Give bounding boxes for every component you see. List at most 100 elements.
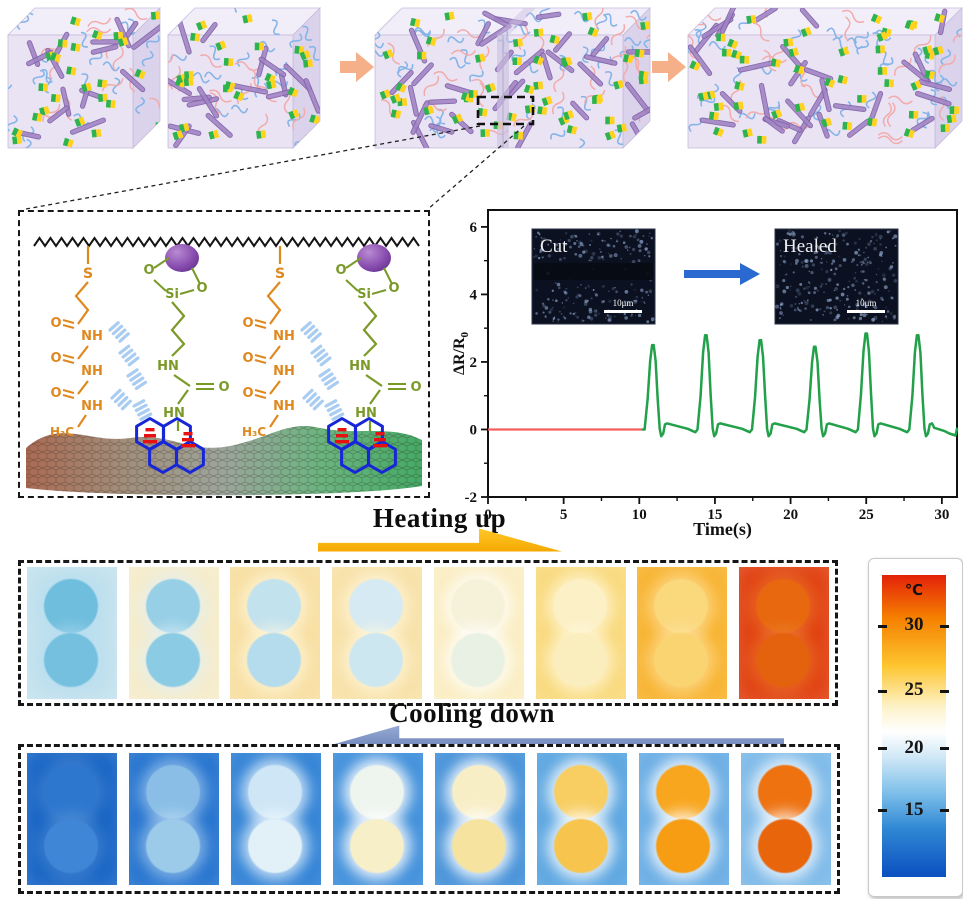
thermal-panel-2: [128, 567, 219, 699]
sample-dot-top: [758, 765, 812, 819]
thermal-strip-cooling: [18, 744, 840, 894]
colorbar-tick-left: [878, 624, 887, 628]
sample-dot-bottom: [146, 819, 200, 873]
thermal-strip-heating: [18, 560, 838, 706]
svg-text:NH: NH: [273, 364, 295, 379]
sample-dot-top: [44, 765, 98, 819]
colorbar-tick-label: 25: [904, 679, 924, 701]
sample-dot-bottom: [44, 819, 98, 873]
microscopy-inset: Healed 10μm: [774, 228, 899, 325]
hydrogen-bonds: [108, 321, 153, 421]
svg-text:15: 15: [707, 507, 722, 523]
svg-text:S: S: [83, 266, 93, 282]
healing-sequence-art: [7, 7, 963, 210]
silica-particle: [165, 244, 199, 272]
sample-dot-bottom: [554, 819, 608, 873]
svg-text:NH: NH: [81, 329, 103, 344]
svg-text:25: 25: [859, 507, 874, 523]
svg-text:HN: HN: [163, 406, 185, 421]
svg-text:0: 0: [470, 422, 478, 438]
svg-text:O: O: [143, 263, 154, 278]
sample-dot-top: [552, 579, 607, 633]
cut-to-healed-arrow-icon: [684, 263, 760, 285]
sample-dot-bottom: [656, 819, 710, 873]
sample-dot-top: [755, 579, 810, 633]
svg-text:NH: NH: [81, 399, 103, 414]
thermal-panel-1: [27, 753, 117, 885]
thermal-panel-2: [129, 753, 219, 885]
thermal-panel-6: [537, 753, 627, 885]
colorbar-tick-right: [940, 809, 949, 813]
hydrogen-bonds: [300, 321, 345, 421]
sample-dot-bottom: [248, 819, 302, 873]
svg-text:HN: HN: [349, 359, 371, 374]
pyrene-pi-stack: [327, 417, 397, 474]
sample-dot-bottom: [247, 633, 302, 687]
y-axis-label: ΔR/R0: [452, 331, 471, 375]
svg-text:S: S: [275, 266, 285, 282]
cube: [687, 7, 963, 149]
thermal-panel-5: [435, 753, 525, 885]
silica-particle: [357, 244, 391, 272]
thermal-panel-8: [738, 567, 829, 699]
sample-dot-top: [654, 579, 709, 633]
svg-text:30: 30: [934, 507, 949, 523]
cube-network: [168, 8, 320, 148]
step-arrow-right-icon: [652, 52, 686, 82]
sample-dot-bottom: [654, 633, 709, 687]
cube: [167, 7, 321, 149]
sample-dot-top: [656, 765, 710, 819]
colorbar-tick-right: [940, 747, 949, 751]
molecular-structure-drawing: SONHONHONHH₃COOSiHNOHNSONHONHONHH₃COOSiH…: [26, 236, 422, 496]
colorbar-unit: ℃: [904, 581, 924, 599]
heating-label: Heating up: [372, 503, 507, 533]
thermal-panel-8: [741, 753, 831, 885]
svg-text:Si: Si: [357, 287, 371, 302]
svg-text:HN: HN: [355, 406, 377, 421]
sample-dot-bottom: [755, 633, 810, 687]
sample-dot-bottom: [349, 633, 404, 687]
svg-text:20: 20: [783, 507, 798, 523]
thermal-panel-1: [27, 567, 117, 699]
svg-text:NH: NH: [273, 329, 295, 344]
colorbar-tick-left: [878, 747, 887, 751]
cube-network: [688, 8, 962, 145]
svg-text:O: O: [50, 316, 61, 331]
svg-text:5: 5: [560, 507, 568, 523]
sample-dot-bottom: [758, 819, 812, 873]
svg-text:Healed: Healed: [783, 236, 837, 257]
thermal-panel-3: [231, 753, 321, 885]
sample-dot-top: [146, 765, 200, 819]
svg-text:O: O: [410, 380, 421, 395]
svg-text:O: O: [218, 380, 229, 395]
cooling-label: Cooling down: [389, 698, 555, 728]
svg-text:O: O: [50, 351, 61, 366]
cube: [374, 7, 651, 149]
cube-network: [8, 8, 160, 148]
svg-text:4: 4: [470, 287, 478, 303]
svg-text:O: O: [335, 263, 346, 278]
sample-dot-top: [349, 579, 404, 633]
thermal-panel-3: [230, 567, 321, 699]
svg-text:Cut: Cut: [540, 236, 568, 257]
connector-line: [25, 125, 481, 210]
svg-text:O: O: [242, 316, 253, 331]
svg-text:HN: HN: [157, 359, 179, 374]
colorbar-tick-label: 15: [904, 798, 924, 820]
svg-text:10μm: 10μm: [856, 298, 877, 308]
thermal-panel-6: [535, 567, 626, 699]
svg-text:-2: -2: [465, 490, 478, 506]
thermal-panel-7: [639, 753, 729, 885]
colorbar-tick-label: 30: [904, 614, 924, 636]
svg-text:10μm: 10μm: [613, 298, 634, 308]
sample-dot-bottom: [450, 633, 505, 687]
sample-dot-bottom: [145, 633, 200, 687]
svg-text:NH: NH: [273, 399, 295, 414]
